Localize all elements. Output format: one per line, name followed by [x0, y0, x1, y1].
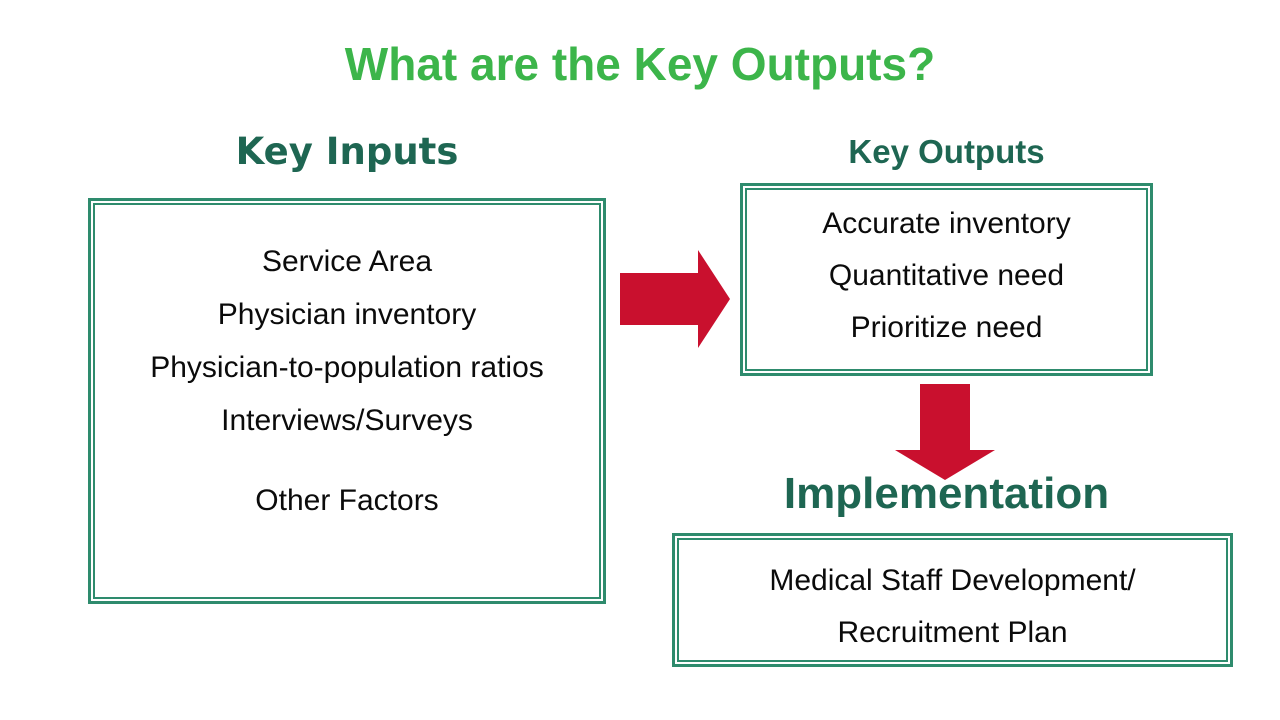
key-inputs-box: Service Area Physician inventory Physici… [88, 198, 606, 604]
key-inputs-item: Other Factors [255, 484, 439, 517]
key-inputs-item: Service Area [261, 245, 433, 278]
key-outputs-heading: Key Outputs [848, 133, 1045, 170]
key-inputs-item: Physician-to-population ratios [150, 351, 544, 384]
key-inputs-item: Physician inventory [217, 298, 477, 331]
key-outputs-item: Quantitative need [828, 259, 1065, 292]
key-inputs-heading: Key Inputs [235, 130, 459, 173]
implementation-plan-text: Medical Staff Development/ Recruitment P… [769, 564, 1136, 649]
key-outputs-box: Accurate inventory Quantitative need Pri… [740, 183, 1153, 376]
implementation-box: Medical Staff Development/ Recruitment P… [672, 533, 1233, 667]
key-outputs-item: Prioritize need [850, 311, 1043, 344]
block-arrow-right-icon [620, 250, 730, 348]
implementation-heading: Implementation [783, 469, 1110, 518]
block-arrow-down-shape [895, 384, 995, 480]
block-arrow-right-shape [620, 250, 730, 348]
slide-title: What are the Key Outputs? [344, 38, 936, 90]
key-outputs-item: Accurate inventory [822, 207, 1071, 240]
key-inputs-item: Interviews/Surveys [221, 404, 473, 437]
block-arrow-down-icon [895, 384, 995, 480]
